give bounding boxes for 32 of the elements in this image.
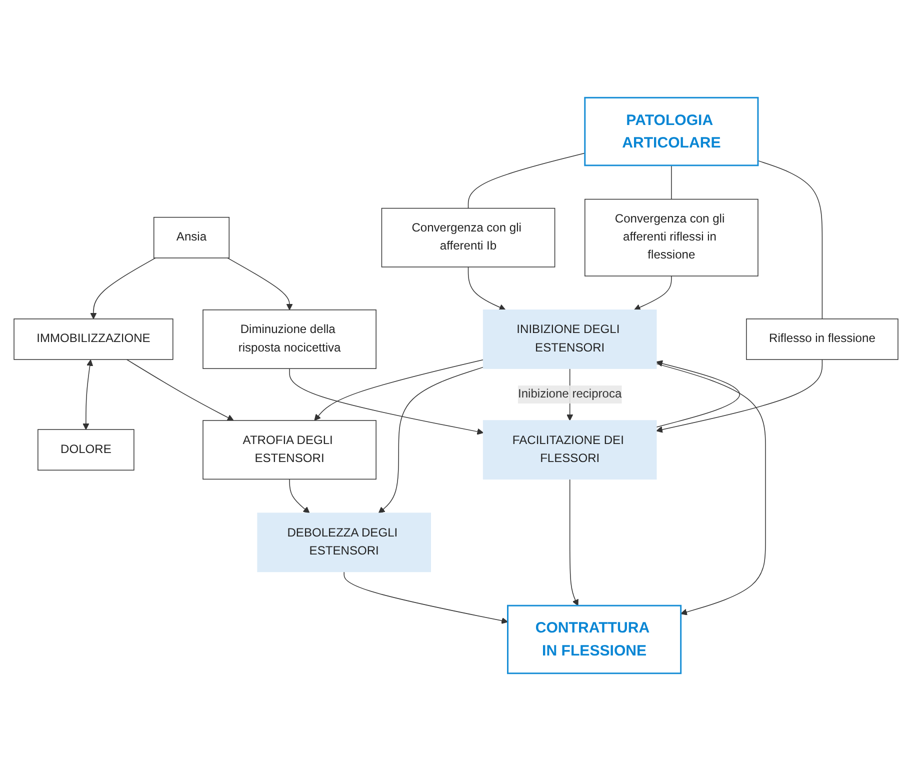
arrow	[378, 366, 484, 514]
node-box: INIBIZIONE DEGLI ESTENSORI	[482, 310, 657, 369]
node-box: DOLORE	[38, 429, 134, 471]
arrow	[289, 368, 484, 435]
arrow	[656, 363, 766, 616]
node-box: ATROFIA DEGLI ESTENSORI	[202, 420, 376, 480]
node-box: Riflesso in flessione	[746, 318, 898, 360]
arrow	[90, 258, 156, 320]
node-box: Diminuzione della risposta nocicettiva	[202, 310, 376, 369]
node-box: PATOLOGIA ARTICOLARE	[584, 96, 759, 166]
arrow	[314, 359, 484, 421]
node-box: DEBOLEZZA DEGLI ESTENSORI	[257, 512, 431, 572]
connector	[468, 152, 586, 209]
arrow	[82, 360, 94, 430]
arrow	[289, 478, 310, 514]
arrow	[468, 266, 506, 310]
arrow	[227, 258, 293, 310]
node-box: FACILITAZIONE DEI FLESSORI	[482, 420, 657, 480]
node-box: Convergenza con gli afferenti Ib	[381, 208, 556, 268]
arrow	[344, 571, 508, 624]
arrow	[126, 359, 234, 421]
node-box: Convergenza con gli afferenti riflessi in flessione	[584, 198, 758, 276]
arrow	[569, 478, 578, 606]
node-box: Ansia	[153, 216, 230, 258]
node-box: CONTRATTURA IN FLESSIONE	[507, 604, 682, 674]
arrow	[656, 360, 740, 428]
arrow	[634, 276, 672, 310]
arrow	[656, 359, 823, 433]
edge-label: Inibizione reciproca	[518, 388, 622, 401]
connector	[671, 165, 672, 200]
node-box: IMMOBILIZZAZIONE	[14, 318, 174, 360]
connector	[758, 160, 823, 320]
